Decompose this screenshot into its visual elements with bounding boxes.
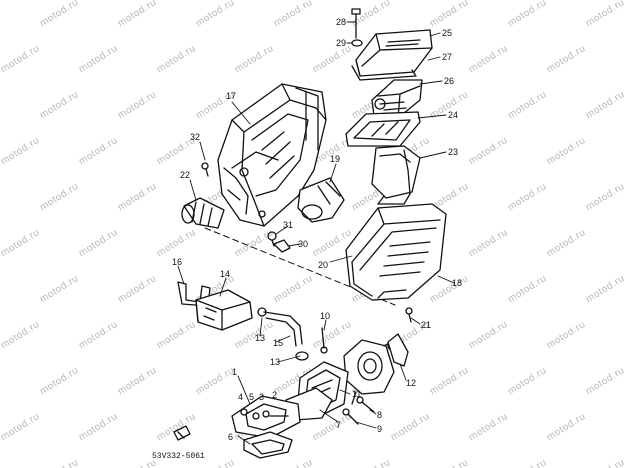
leader-lines xyxy=(177,21,455,445)
part-label-1: 1 xyxy=(232,367,238,377)
part-label-14: 14 xyxy=(220,269,231,279)
part-label-4: 4 xyxy=(238,392,244,402)
hook-tool-icon xyxy=(173,425,191,441)
part-label-19: 19 xyxy=(330,154,341,164)
joint-12-icon xyxy=(387,333,409,367)
part-label-16: 16 xyxy=(172,257,183,267)
part-label-30: 30 xyxy=(298,239,309,249)
hose-clip-13b-icon xyxy=(295,351,309,361)
part-label-28: 28 xyxy=(336,17,347,27)
hose-15-icon xyxy=(263,311,303,347)
joint-22-icon xyxy=(181,197,225,229)
filter-cover-icon xyxy=(351,29,433,81)
part-label-20: 20 xyxy=(318,260,329,270)
hose-clamp-30-icon xyxy=(273,239,291,253)
part-label-6: 6 xyxy=(228,432,234,442)
part-label-13-upper: 13 xyxy=(255,333,266,343)
part-label-13-lower: 13 xyxy=(270,357,281,367)
part-label-22: 22 xyxy=(180,170,191,180)
diagram-code: 53V332-5061 xyxy=(152,452,205,461)
part-label-11: 11 xyxy=(352,389,362,399)
gasket-6-icon xyxy=(243,431,293,459)
screw-10-icon xyxy=(320,327,328,354)
intake-duct-19-icon xyxy=(297,177,345,223)
part-label-32: 32 xyxy=(190,132,201,142)
funnel-duct-icon xyxy=(371,145,421,205)
bolt-8-icon xyxy=(356,396,375,413)
part-label-23: 23 xyxy=(448,147,459,157)
part-label-26: 26 xyxy=(444,76,455,86)
screw-32-icon xyxy=(201,162,209,177)
part-label-9: 9 xyxy=(377,424,383,434)
air-cleaner-case-icon xyxy=(217,83,327,227)
carburetor-icon xyxy=(343,337,407,405)
air-box-lower-icon xyxy=(345,203,447,301)
part-label-27: 27 xyxy=(442,52,453,62)
part-label-21: 21 xyxy=(421,320,432,330)
washer-29-icon xyxy=(351,39,363,47)
part-label-31: 31 xyxy=(283,220,294,230)
part-label-29: 29 xyxy=(336,38,347,48)
part-label-17: 17 xyxy=(226,91,237,101)
part-label-2: 2 xyxy=(272,390,278,400)
part-label-24: 24 xyxy=(448,110,459,120)
part-label-7: 7 xyxy=(336,420,342,430)
part-label-18: 18 xyxy=(452,278,463,288)
part-label-5: 5 xyxy=(249,392,255,402)
part-label-12: 12 xyxy=(406,378,417,388)
part-label-8: 8 xyxy=(377,410,383,420)
bolt-28-icon xyxy=(351,8,361,39)
part-label-25: 25 xyxy=(442,28,453,38)
part-label-10: 10 xyxy=(320,311,331,321)
reed-block-assembly-icon xyxy=(231,395,301,439)
canister-14-icon xyxy=(195,289,253,331)
screw-21-icon xyxy=(405,307,413,323)
clamp-31-icon xyxy=(267,231,277,247)
part-label-3: 3 xyxy=(259,392,265,402)
grille-frame-icon xyxy=(345,111,421,147)
part-label-15: 15 xyxy=(273,338,284,348)
